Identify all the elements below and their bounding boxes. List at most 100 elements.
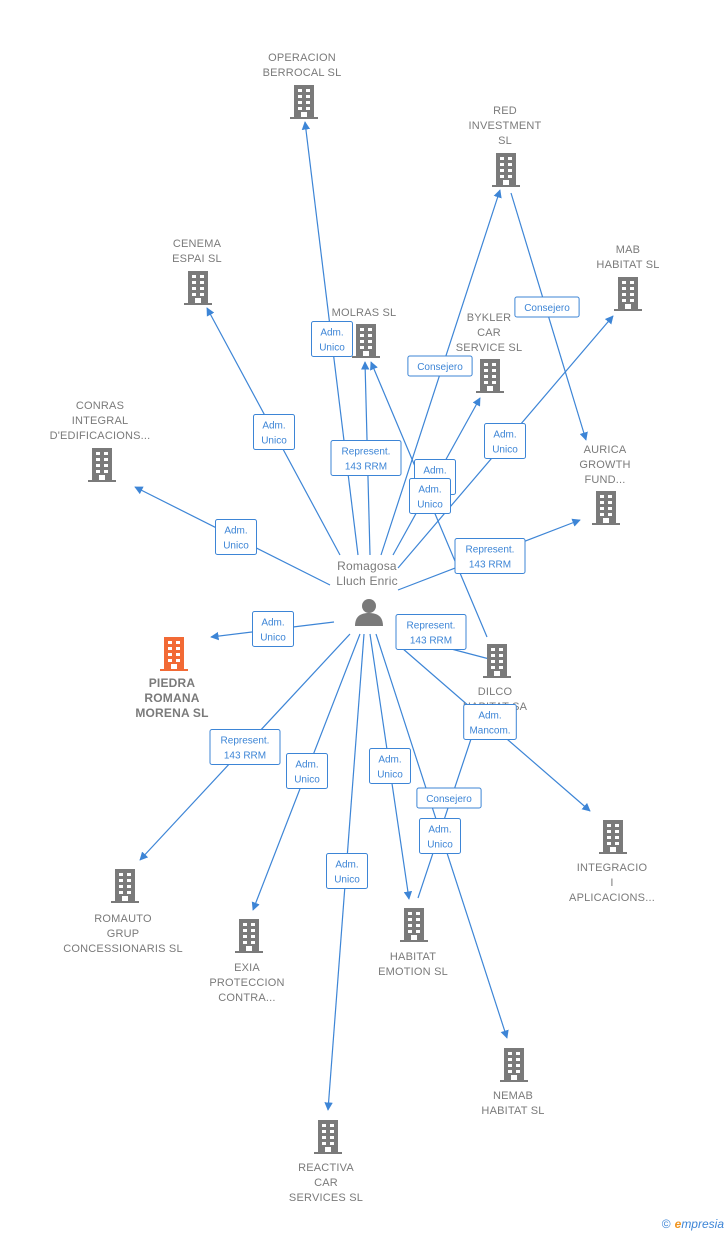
node-label-red: SL <box>498 135 512 147</box>
building-icon <box>184 271 212 305</box>
edge-label-box <box>463 704 517 740</box>
edge-label-text: Adm. <box>262 421 285 432</box>
person-icon <box>355 599 383 626</box>
edge-label-center-integracio[interactable]: Adm.Mancom. <box>463 704 517 740</box>
node-label-red: INVESTMENT <box>469 120 542 132</box>
node-label-nemab: NEMAB <box>493 1090 533 1102</box>
edge-label-center-aurica[interactable]: Represent. 143 RRM <box>454 538 526 574</box>
edge-label-center-conras[interactable]: Adm.Unico <box>215 519 257 555</box>
node-label-integracio: I <box>610 877 613 889</box>
node-label-conras: D'EDIFICACIONS... <box>50 430 151 442</box>
edge-label-box <box>514 296 580 318</box>
edge-label-text: Unico <box>319 343 345 354</box>
edge-label-center-operacion[interactable]: Adm.Unico <box>311 321 353 357</box>
node-label-cenema: ESPAI SL <box>172 253 222 265</box>
footer-brand[interactable]: ©empresia <box>662 1217 724 1231</box>
building-icon <box>592 491 620 525</box>
edge-label-text: Adm. <box>378 755 401 766</box>
node-cenema[interactable]: CENEMA ESPAI SL <box>172 238 222 305</box>
edge-label-box <box>484 423 526 459</box>
node-label-operacion: OPERACION <box>268 52 336 64</box>
node-label-reactiva: REACTIVA <box>298 1162 354 1174</box>
edge-label-text: Adm. <box>261 618 284 629</box>
node-label-integracio: APLICACIONS... <box>569 892 655 904</box>
node-nemab[interactable]: NEMAB HABITAT SL <box>481 1048 544 1117</box>
edge-label-text: Represent. <box>466 545 515 556</box>
node-aurica[interactable]: AURICAGROWTHFUND... <box>579 444 630 525</box>
edge-label-center-molras[interactable]: Represent.143 RRM <box>330 440 402 476</box>
edge-label-text: Unico <box>377 770 403 781</box>
node-label-red: RED <box>493 105 517 117</box>
building-icon <box>290 85 318 119</box>
node-label-cenema: CENEMA <box>173 238 222 250</box>
edge-label-text: Adm. <box>335 860 358 871</box>
node-label-piedra: PIEDRA <box>149 676 196 690</box>
edge-label-box <box>407 355 473 377</box>
node-conras[interactable]: CONRAS INTEGRAL D'EDIFICACIONS... <box>50 400 151 482</box>
edge-label-text: Unico <box>261 436 287 447</box>
building-icon <box>352 324 380 358</box>
edge-label-box <box>330 440 402 476</box>
node-label-exia: EXIA <box>234 962 260 974</box>
edge-label-text: Adm. <box>418 485 441 496</box>
node-label-integracio: INTEGRACIO <box>577 862 648 874</box>
node-label-romauto: CONCESSIONARIS SL <box>63 943 183 955</box>
building-icon <box>235 919 263 953</box>
edge-label-text: Unico <box>417 500 443 511</box>
node-label-piedra: MORENA SL <box>135 706 208 720</box>
node-integracio[interactable]: INTEGRACIO I APLICACIONS... <box>569 820 655 904</box>
edge-label-text: Consejero <box>426 794 472 805</box>
edge-label-red-aurica[interactable]: Consejero <box>514 296 580 318</box>
node-label-center: Lluch Enric <box>336 574 398 588</box>
node-molras[interactable]: MOLRAS SL <box>332 307 397 358</box>
node-red[interactable]: RED INVESTMENT SL <box>469 105 542 187</box>
edge-label-text: 143 RRM <box>410 636 452 647</box>
edge-label-center-bykler[interactable]: Adm. Unico <box>409 478 451 514</box>
edge-label-text: Unico <box>294 775 320 786</box>
edge-label-text: 143 RRM <box>469 560 511 571</box>
edge-label-box <box>454 538 526 574</box>
node-label-molras: MOLRAS SL <box>332 307 397 319</box>
edge-label-text: Consejero <box>417 362 463 373</box>
node-label-aurica: AURICA <box>584 444 627 456</box>
node-label-conras: CONRAS <box>76 400 124 412</box>
node-exia[interactable]: EXIAPROTECCIONCONTRA... <box>209 919 284 1004</box>
edge-label-center-exia[interactable]: Adm.Unico <box>286 753 328 789</box>
edge-label-center-piedra[interactable]: Adm. Unico <box>252 611 294 647</box>
edge-label-center-mab[interactable]: Adm.Unico <box>484 423 526 459</box>
node-label-exia: CONTRA... <box>218 992 275 1004</box>
edge-label-center-cenema[interactable]: Adm. Unico <box>253 414 295 450</box>
edge-label-text: Adm. <box>423 466 446 477</box>
edge-label-center-reactiva[interactable]: Adm.Unico <box>326 853 368 889</box>
brand-name: mpresia <box>681 1217 724 1231</box>
node-label-piedra: ROMANA <box>144 691 199 705</box>
node-label-aurica: GROWTH <box>579 459 630 471</box>
edge-label-text: Unico <box>260 633 286 644</box>
edge-label-center-romauto[interactable]: Represent.143 RRM <box>209 729 281 765</box>
node-label-nemab: HABITAT SL <box>481 1105 544 1117</box>
edge-label-box <box>369 748 411 784</box>
edge-label-box <box>395 614 467 650</box>
node-label-romauto: ROMAUTO <box>94 913 152 925</box>
edge-label-center-nemab[interactable]: Adm.Unico <box>419 818 461 854</box>
node-label-center: Romagosa <box>337 559 397 573</box>
node-label-conras: INTEGRAL <box>72 415 129 427</box>
node-label-bykler: CAR <box>477 327 501 339</box>
edge-label-habitat-dilco[interactable]: Consejero <box>416 787 482 809</box>
edge-label-center-dilco[interactable]: Represent.143 RRM <box>395 614 467 650</box>
edge-label-center-habitat[interactable]: Adm. Unico <box>369 748 411 784</box>
edge-label-center-red[interactable]: Consejero <box>407 355 473 377</box>
node-label-mab: MAB <box>616 244 640 256</box>
edge-label-text: Adm. <box>428 825 451 836</box>
building-icon-highlighted <box>160 637 188 671</box>
